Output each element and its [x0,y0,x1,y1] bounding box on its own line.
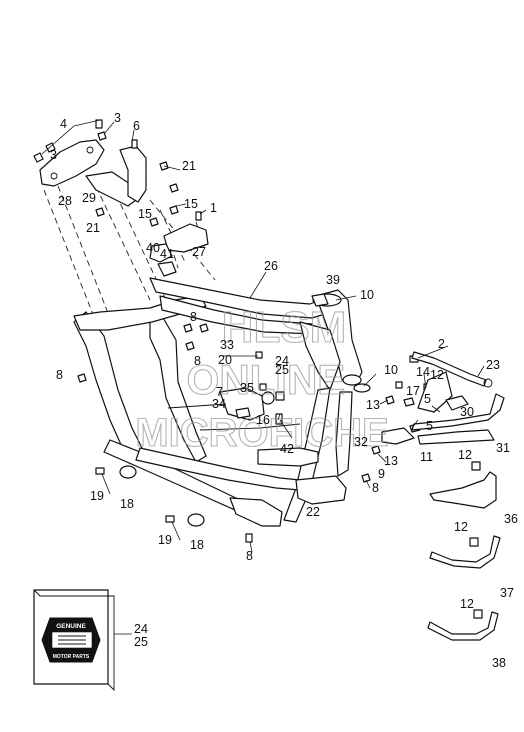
clip-41 [157,261,177,277]
main-frame [73,277,363,527]
callout-c9: 9 [378,467,385,481]
callout-c1: 1 [210,201,217,215]
fasteners [33,119,483,619]
callout-c36: 36 [504,512,518,526]
watermark-line1: HLSM [222,303,347,352]
callout-c15b: 15 [184,197,198,211]
clamp-18a [119,465,137,479]
callout-c31: 31 [496,441,510,455]
callout-c39: 39 [326,273,340,287]
callout-c33: 33 [220,338,234,352]
callout-c18b: 18 [190,538,204,552]
callout-c12c: 12 [454,520,468,534]
callout-c30: 30 [460,405,474,419]
callout-c14: 14 [416,365,430,379]
callout-c11: 11 [420,450,433,464]
callout-c8d: 8 [372,481,379,495]
cap-39 [311,293,329,307]
callout-c8a: 8 [190,310,197,324]
callout-c27: 27 [192,245,206,259]
rear-crossmember [229,497,283,527]
callout-c8b: 8 [194,354,201,368]
callout-c34: 34 [212,397,226,411]
logo-callout-0: 24 [134,622,148,636]
callout-c15a: 15 [138,207,152,221]
footrest-brackets [381,351,505,641]
bracket-38 [427,611,499,641]
callout-c32: 32 [354,435,368,449]
bracket-29 [85,171,137,207]
watermark-line2: ONLINE [187,356,346,403]
callout-c26: 26 [264,259,278,273]
logo-bottom-text: MOTOR PARTS [53,654,90,660]
callout-c17: 17 [406,384,420,398]
callout-c3b: 3 [50,148,57,162]
callout-c38: 38 [492,656,506,670]
engine-mount [219,387,265,421]
callout-c3a: 3 [114,111,121,125]
callout-c22: 22 [306,505,320,519]
callout-c41: 41 [160,247,174,261]
callout-c40: 40 [146,241,160,255]
callout-c35: 35 [240,381,254,395]
mid-cross-tube [257,447,319,467]
callout-c8e: 8 [246,549,253,563]
callout-c4: 4 [60,117,67,131]
bracket-6 [119,145,147,203]
bracket-37 [429,535,501,569]
callout-c12b: 12 [458,448,472,462]
clamp-18b [187,513,205,527]
logo-callout-1: 25 [134,635,148,649]
callout-c42: 42 [280,442,294,456]
callout-c28: 28 [58,194,72,208]
bracket-36 [429,471,497,509]
callout-c23: 23 [486,358,500,372]
callout-c2: 2 [438,337,445,351]
callout-c12d: 12 [460,597,474,611]
front-downtube-inner [149,315,207,463]
top-brackets [39,139,209,277]
harness-clip-40 [149,243,173,263]
callout-c5b: 5 [426,419,433,433]
callout-c5a: 5 [424,392,431,406]
leader-lines [41,119,485,553]
callout-c20: 20 [218,353,232,367]
rear-tube-right [335,391,353,477]
callout-c6: 6 [133,119,140,133]
bracket-31 [411,393,505,431]
callout-c10b: 10 [384,363,398,377]
callout-c24: 24 [275,354,289,368]
genuine-parts-logo: GENUINE MOTOR PARTS [33,589,132,692]
callout-c19a: 19 [90,489,104,503]
logo-top-text: GENUINE [56,623,86,630]
callout-c12a: 12 [430,368,444,382]
watermark-line3: MICROFICHE [135,411,388,455]
callout-c16: 16 [256,413,270,427]
callout-c21b: 21 [86,221,100,235]
callout-c13a: 13 [366,398,380,412]
shift-rod-23 [411,351,487,387]
callout-c10a: 10 [360,288,374,302]
callout-c29: 29 [82,191,96,205]
bracket-28 [39,139,105,187]
callout-c18a: 18 [120,497,134,511]
bracket-30 [417,371,453,413]
callout-c21a: 21 [182,159,196,173]
callout-c7: 7 [216,385,223,399]
callout-c8c: 8 [56,368,63,382]
callout-c25: 25 [275,363,289,377]
callout-c19b: 19 [158,533,172,547]
callout-c13b: 13 [384,454,398,468]
callout-c37: 37 [500,586,514,600]
lever-11 [381,427,415,445]
swingarm-mount [295,475,347,505]
front-downtube-left [73,311,143,461]
watermark: HLSM ONLINE MICROFICHE [135,302,389,455]
